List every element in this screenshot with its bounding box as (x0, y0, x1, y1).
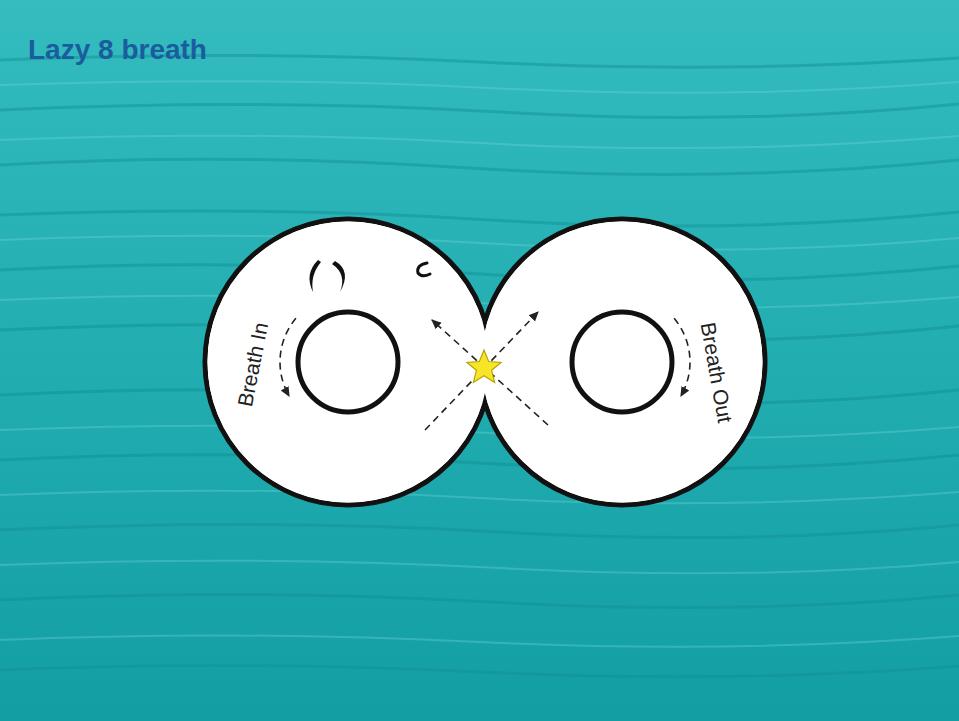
lazy-eight-shape: Breath InBreath Out (200, 214, 772, 510)
lazy-eight-outline (200, 214, 772, 510)
slide-title: Lazy 8 breath (28, 34, 207, 66)
